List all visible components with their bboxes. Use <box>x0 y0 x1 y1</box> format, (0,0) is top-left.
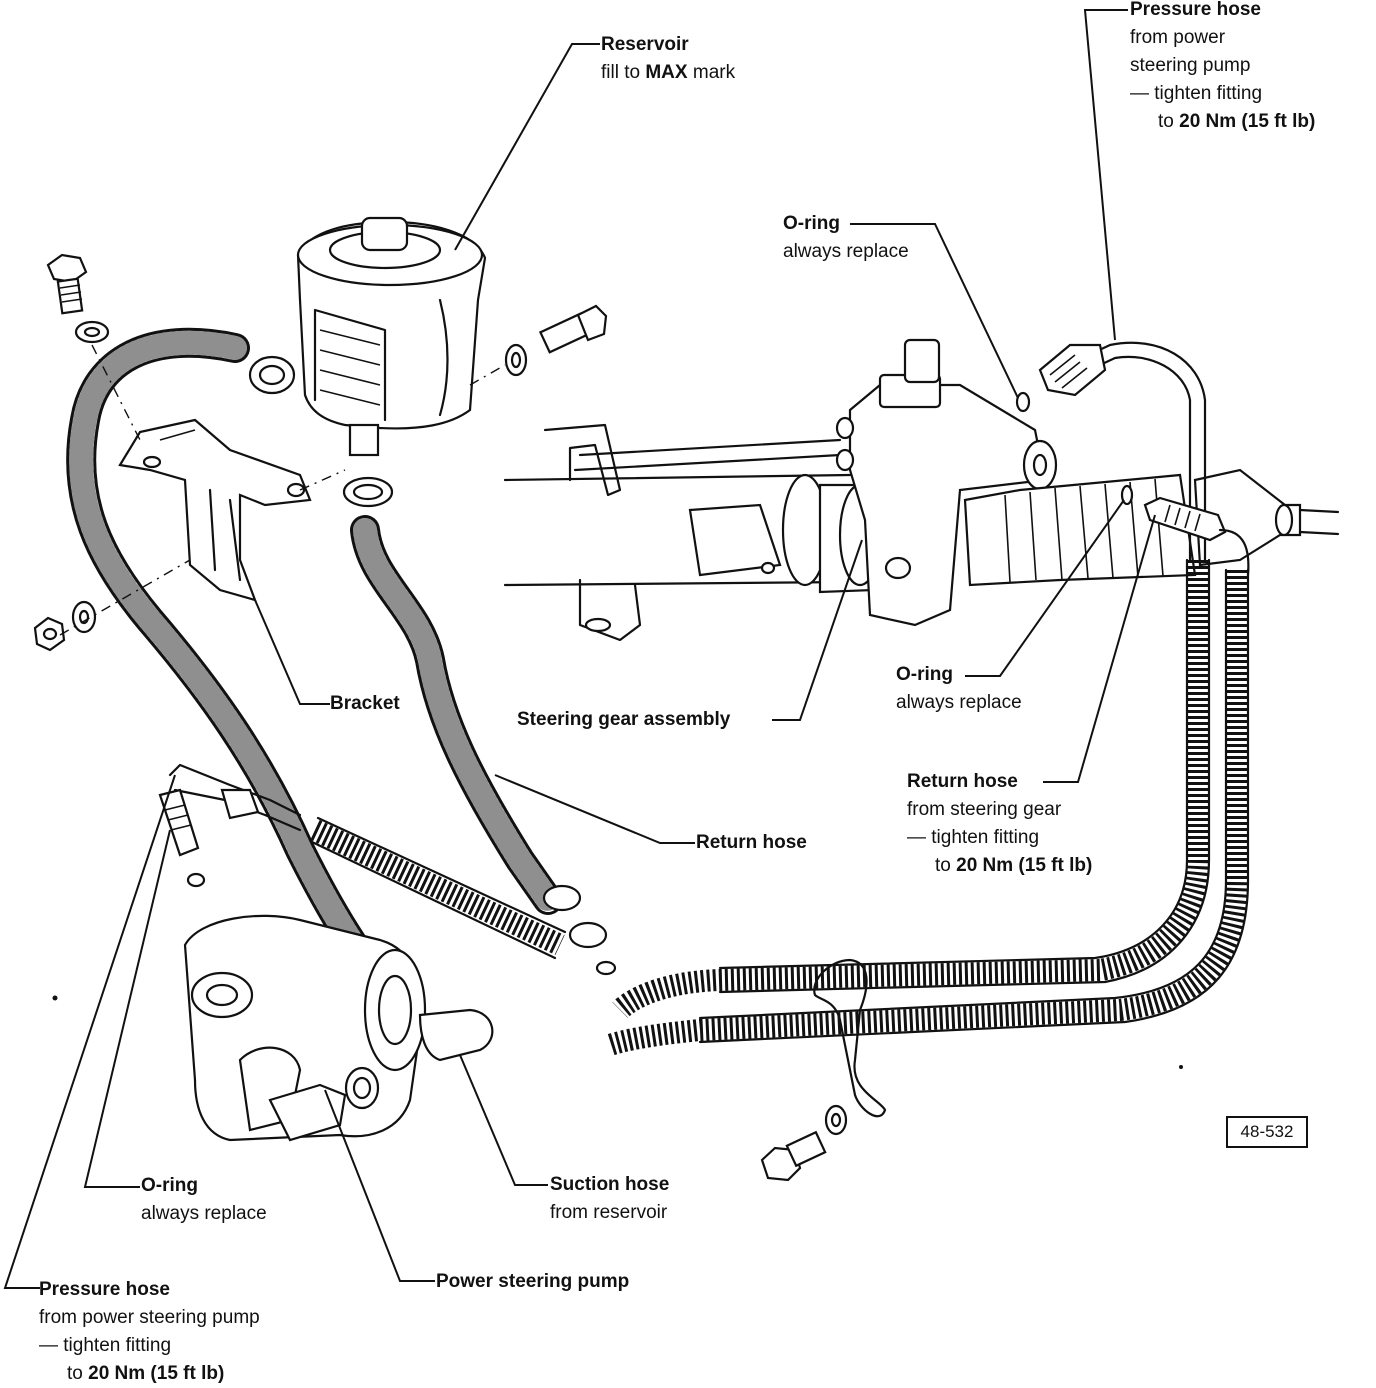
label-suction-hose: Suction hose from reservoir <box>550 1171 669 1227</box>
label-bracket-title: Bracket <box>330 693 400 714</box>
steering-gear-shape <box>503 338 1340 642</box>
leader-suction-hose <box>459 1054 548 1186</box>
label-o-ring-pump-line1: always replace <box>141 1203 267 1224</box>
leader-pressure-hose-top <box>1083 9 1128 341</box>
pressure-hose-lower <box>158 763 567 960</box>
leader-pressure-hose-bottom <box>3 774 176 1289</box>
leader-o-ring-pump <box>83 829 171 1188</box>
label-o-ring-mid: O-ring always replace <box>896 661 1022 717</box>
leader-o-ring-mid <box>965 499 1125 677</box>
label-return-hose-gear-line2: — tighten fitting <box>907 827 1040 848</box>
return-fitting-gear <box>1143 496 1250 577</box>
leader-pump <box>324 1089 435 1282</box>
figure-number: 48-532 <box>1226 1116 1308 1148</box>
o-ring-gear-mid <box>1120 484 1134 506</box>
left-long-hose <box>66 327 410 1015</box>
pressure-line-top <box>1038 341 1207 562</box>
leader-reservoir <box>454 43 600 251</box>
label-o-ring-pump: O-ring always replace <box>141 1172 267 1228</box>
bracket-shape <box>118 418 312 602</box>
label-reservoir-max: MAX <box>645 62 688 83</box>
return-hose-shape <box>350 515 563 915</box>
label-return-hose-gear-torque: 20 Nm (15 ft lb) <box>956 855 1093 876</box>
label-pressure-hose-bottom-line3: to <box>67 1363 89 1384</box>
label-pressure-hose-bottom-torque: 20 Nm (15 ft lb) <box>88 1363 225 1384</box>
label-power-steering-pump-title: Power steering pump <box>436 1271 630 1292</box>
label-steering-gear-assembly: Steering gear assembly <box>517 706 730 734</box>
label-return-hose-gear: Return hose from steering gear — tighten… <box>907 768 1092 880</box>
reservoir-shape <box>296 216 487 457</box>
label-pressure-hose-top-line2: steering pump <box>1130 55 1251 76</box>
hose-clip <box>813 958 887 1118</box>
label-pressure-hose-top-title: Pressure hose <box>1130 0 1261 20</box>
hose-clamps-middle <box>542 884 617 976</box>
label-return-hose-gear-line1: from steering gear <box>907 799 1062 820</box>
bolt-lower-right <box>760 1104 848 1182</box>
hose-clamp-reservoir <box>342 476 394 508</box>
leader-bracket <box>254 599 330 705</box>
power-steering-pump-shape <box>183 914 494 1142</box>
label-o-ring-top: O-ring always replace <box>783 210 909 266</box>
label-reservoir-text: fill to <box>601 62 646 83</box>
label-pressure-hose-top-line4: to <box>1158 111 1180 132</box>
label-reservoir-title: Reservoir <box>601 34 689 55</box>
leader-return-hose <box>494 774 695 844</box>
label-pressure-hose-top-line3: — tighten fitting <box>1130 83 1263 104</box>
label-pressure-hose-bottom: Pressure hose from power steering pump —… <box>39 1276 260 1388</box>
label-o-ring-pump-title: O-ring <box>141 1175 198 1196</box>
label-return-hose-gear-title: Return hose <box>907 771 1018 792</box>
hose-clamp-upper-left <box>248 355 296 395</box>
label-pressure-hose-bottom-line1: from power steering pump <box>39 1307 260 1328</box>
leader-o-ring-top <box>850 223 1019 399</box>
label-pressure-hose-top-torque: 20 Nm (15 ft lb) <box>1179 111 1316 132</box>
bolt-upper-left <box>46 253 110 344</box>
label-return-hose: Return hose <box>696 829 807 857</box>
label-reservoir-text-end: mark <box>687 62 736 83</box>
label-pressure-hose-top-line1: from power <box>1130 27 1226 48</box>
label-steering-gear-assembly-title: Steering gear assembly <box>517 709 731 730</box>
bolt-reservoir-right <box>504 304 608 377</box>
o-ring-gear-top <box>1015 391 1031 413</box>
label-bracket: Bracket <box>330 690 400 718</box>
label-power-steering-pump: Power steering pump <box>436 1268 629 1296</box>
label-o-ring-top-line1: always replace <box>783 241 909 262</box>
label-o-ring-mid-line1: always replace <box>896 692 1022 713</box>
label-o-ring-mid-title: O-ring <box>896 664 953 685</box>
nut-washer-left <box>33 600 97 652</box>
label-return-hose-gear-line3: to <box>935 855 957 876</box>
label-pressure-hose-bottom-line2: — tighten fitting <box>39 1335 172 1356</box>
label-o-ring-top-title: O-ring <box>783 213 840 234</box>
label-pressure-hose-top: Pressure hose from power steering pump —… <box>1130 0 1315 136</box>
leader-steering-gear <box>772 539 863 721</box>
label-suction-hose-line1: from reservoir <box>550 1202 668 1223</box>
label-suction-hose-title: Suction hose <box>550 1174 670 1195</box>
leader-return-hose-gear <box>1043 514 1156 783</box>
label-pressure-hose-bottom-title: Pressure hose <box>39 1279 170 1300</box>
corrugated-hoses-right <box>606 558 1250 1056</box>
label-reservoir: Reservoir fill to MAX mark <box>601 31 735 87</box>
label-return-hose-title: Return hose <box>696 832 807 853</box>
o-ring-pump-shape <box>186 872 206 888</box>
